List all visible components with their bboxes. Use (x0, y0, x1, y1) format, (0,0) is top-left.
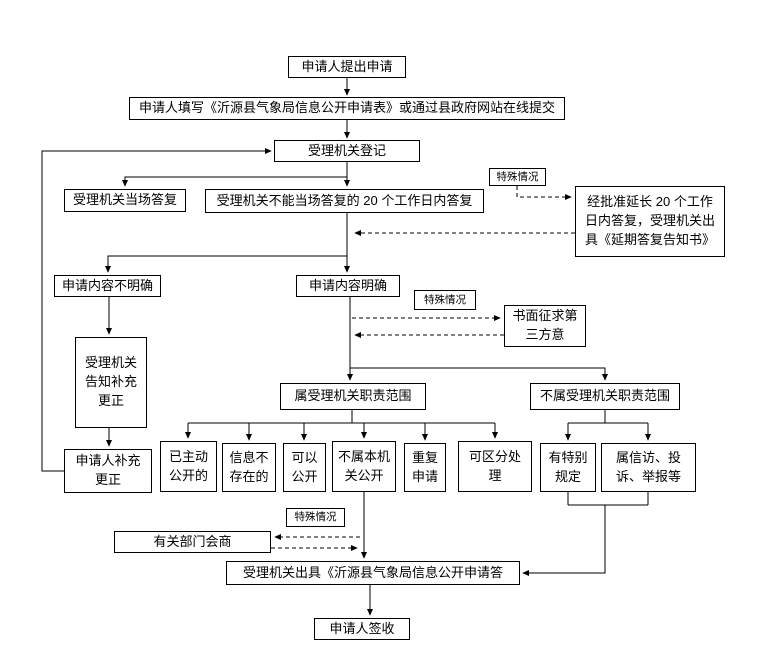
node-issue-reply: 受理机关出具《沂源县气象局信息公开申请答 (226, 561, 520, 585)
node-consult-third-party: 书面征求第三方意 (504, 305, 586, 347)
node-info-not-exist: 信息不存在的 (222, 443, 276, 492)
node-authority-register: 受理机关登记 (274, 140, 420, 162)
node-applicant-submit: 申请人提出申请 (288, 56, 406, 78)
node-reply-onsite: 受理机关当场答复 (64, 189, 186, 212)
node-special-case-3: 特殊情况 (286, 508, 345, 527)
node-extend-20-days: 经批准延长 20 个工作日内答复，受理机关出具《延期答复告知书》 (575, 186, 725, 257)
node-fill-application-form: 申请人填写《沂源县气象局信息公开申请表》或通过县政府网站在线提交 (129, 97, 565, 120)
node-not-this-organ: 不属本机关公开 (332, 441, 396, 492)
node-reply-within-20-days: 受理机关不能当场答复的 20 个工作日内答复 (205, 189, 484, 213)
node-notify-supplement: 受理机关告知补充更正 (75, 337, 147, 428)
node-applicant-supplement: 申请人补充更正 (64, 449, 152, 493)
node-special-case-1: 特殊情况 (489, 168, 546, 186)
node-content-clear: 申请内容明确 (296, 275, 400, 297)
node-can-disclose: 可以公开 (283, 443, 326, 492)
node-already-public: 已主动公开的 (160, 441, 217, 492)
node-special-rule: 有特别规定 (540, 443, 596, 492)
node-out-of-scope: 不属受理机关职责范围 (530, 383, 680, 410)
node-department-consultation: 有关部门会商 (114, 531, 271, 553)
node-special-case-2: 特殊情况 (414, 290, 476, 310)
node-applicant-sign: 申请人签收 (314, 618, 410, 640)
solid-arrows (41, 78, 651, 616)
node-separable-handling: 可区分处理 (458, 441, 532, 492)
node-content-unclear: 申请内容不明确 (54, 275, 161, 297)
node-petition-complaint: 属信访、投诉、举报等 (601, 443, 696, 492)
dashed-arrows (271, 186, 575, 551)
node-repeat-application: 重复申请 (404, 443, 446, 492)
node-in-scope: 属受理机关职责范围 (280, 383, 426, 410)
